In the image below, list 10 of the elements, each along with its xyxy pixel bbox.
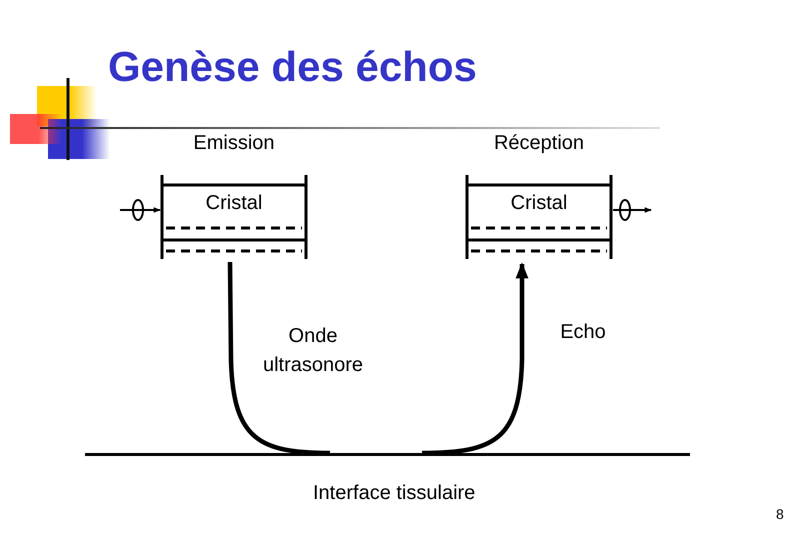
signal-arrow [612, 199, 652, 221]
interface-label: Interface tissulaire [313, 482, 476, 505]
heading: Emission [192, 132, 276, 155]
crystal-label: Cristal [204, 192, 264, 215]
crystal-label: Cristal [510, 192, 568, 215]
slide-title: Genèse des échos [108, 44, 477, 90]
heading: Réception [492, 132, 586, 155]
wave-arrow [422, 262, 528, 456]
signal-arrow [119, 199, 161, 221]
page-number: 8 [776, 506, 784, 522]
